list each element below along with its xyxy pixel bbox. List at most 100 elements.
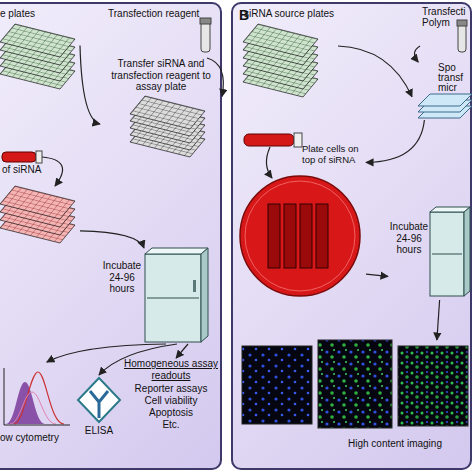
- cell-plate-stack: [0, 194, 75, 227]
- culture-dish: [240, 176, 360, 296]
- source-plate-stack: [243, 24, 318, 57]
- incubator: [201, 248, 208, 342]
- source-plate-stack: [0, 32, 75, 65]
- reagent-label: Transfection reagent: [108, 8, 218, 20]
- source-plate-stack: [0, 48, 75, 81]
- microarray-slides: [418, 94, 472, 118]
- step-label: Incubate 24-96 hours: [100, 260, 144, 295]
- polymer-tube: [457, 20, 467, 52]
- assay-plate-stack: [130, 103, 205, 136]
- assay-plate-stack: Transfer siRNA and transfection reagent …: [100, 58, 222, 168]
- polymer-tube: TransfectiPolym: [420, 6, 474, 56]
- cell-tube: [2, 152, 36, 162]
- culture-dish: [316, 204, 328, 268]
- elisa-symbol: [78, 378, 120, 422]
- reagent-label: Polym: [422, 17, 474, 29]
- cell-tube: [294, 133, 302, 147]
- cell-tube: [2, 151, 63, 186]
- microscopy-image: [318, 340, 392, 428]
- readout-list: Homogeneous assay readoutsReporter assay…: [120, 358, 222, 446]
- source-plate-stack: [0, 24, 75, 89]
- flow-arrow: [366, 120, 424, 162]
- flow-arrow: [415, 46, 420, 62]
- microarray-slides: [418, 100, 472, 112]
- step-label: transf: [438, 72, 474, 84]
- readout-item: Etc.: [120, 419, 222, 431]
- microarray-slides: [418, 94, 472, 106]
- cell-plate-stack: [0, 186, 75, 243]
- polymer-tube: [457, 20, 467, 26]
- assay-plate-stack: [130, 110, 205, 143]
- incubator: [430, 207, 470, 296]
- plate-stack: e plates: [0, 6, 80, 94]
- flow-arrow: [80, 46, 100, 124]
- flow-arrow: [176, 344, 188, 358]
- incubator: [145, 248, 208, 342]
- cell-tube: [36, 151, 42, 163]
- step-label: micr: [438, 82, 474, 94]
- microscopy-image: [242, 340, 468, 428]
- incubator: [145, 248, 208, 254]
- reagent-tube: Transfection reagent: [108, 6, 218, 58]
- culture-dish: [300, 204, 312, 268]
- reagent-tube: [200, 18, 211, 24]
- incubator: [147, 298, 199, 299]
- microscopy-image: [398, 346, 468, 426]
- cell-plate-stack: [0, 210, 75, 243]
- incubator: [432, 254, 462, 255]
- culture-dish: [240, 176, 360, 296]
- flow-histogram: [4, 368, 70, 425]
- cell-tube: [244, 134, 294, 146]
- elisa-symbol: [78, 378, 120, 422]
- flow-arrow: [207, 58, 223, 97]
- assay-plate-stack: [130, 96, 205, 129]
- elisa-symbol: [90, 391, 108, 418]
- source-plate-stack: [0, 56, 75, 89]
- readout-item: Cell viability: [120, 395, 222, 407]
- plate-label: siRNA source plates: [244, 8, 344, 20]
- plate-label: e plates: [0, 8, 80, 20]
- culture-dish: [284, 204, 296, 268]
- readout-label: ow cytometry: [0, 432, 72, 444]
- flow-histogram: [6, 382, 45, 424]
- readout-item: Reporter assays: [120, 383, 222, 395]
- microarray-slides: Spotransfmicr: [412, 62, 474, 120]
- incubator: Incubate 24-96 hours: [388, 205, 474, 300]
- cell-tube: [266, 147, 272, 178]
- flow-arrow: [338, 46, 412, 97]
- assay-plate-stack: [130, 117, 205, 150]
- assay-plate-stack: [130, 124, 205, 157]
- microarray-slides: [418, 106, 472, 118]
- readout-label: High content imaging: [348, 438, 472, 450]
- cell-plating: of siRNA: [0, 150, 80, 245]
- incubator: [145, 254, 201, 342]
- reagent-tube: [201, 22, 210, 52]
- flow-histogram: [10, 392, 56, 424]
- cell-tube: [42, 157, 63, 186]
- flow-arrow: [47, 344, 166, 362]
- flow-arrow: [99, 344, 177, 375]
- readout-item: Homogeneous assay readouts: [120, 358, 222, 381]
- flow-histogram: [14, 372, 64, 424]
- cell-plate-stack: [0, 186, 75, 219]
- flow-arrow: [366, 274, 388, 276]
- culture-dish: [268, 204, 280, 268]
- source-plate-stack: [0, 24, 75, 57]
- source-plate-stack: [243, 32, 318, 65]
- source-plate-stack: [243, 48, 318, 81]
- incubator: [464, 207, 470, 296]
- readout-label: ELISA: [76, 425, 122, 437]
- source-plate-stack: [0, 40, 75, 73]
- plate-stack: siRNA source plates: [238, 6, 338, 106]
- incubator: [430, 207, 470, 212]
- cell-plate-stack: [0, 202, 75, 235]
- step-label: Transfer siRNA and transfection reagent …: [100, 58, 222, 93]
- step-label: Plate cells on top of siRNA: [302, 144, 368, 166]
- step-label: Spo: [438, 62, 474, 74]
- flow-histogram: [4, 368, 70, 425]
- source-plate-stack: [243, 64, 318, 97]
- flow-arrow: [80, 231, 144, 248]
